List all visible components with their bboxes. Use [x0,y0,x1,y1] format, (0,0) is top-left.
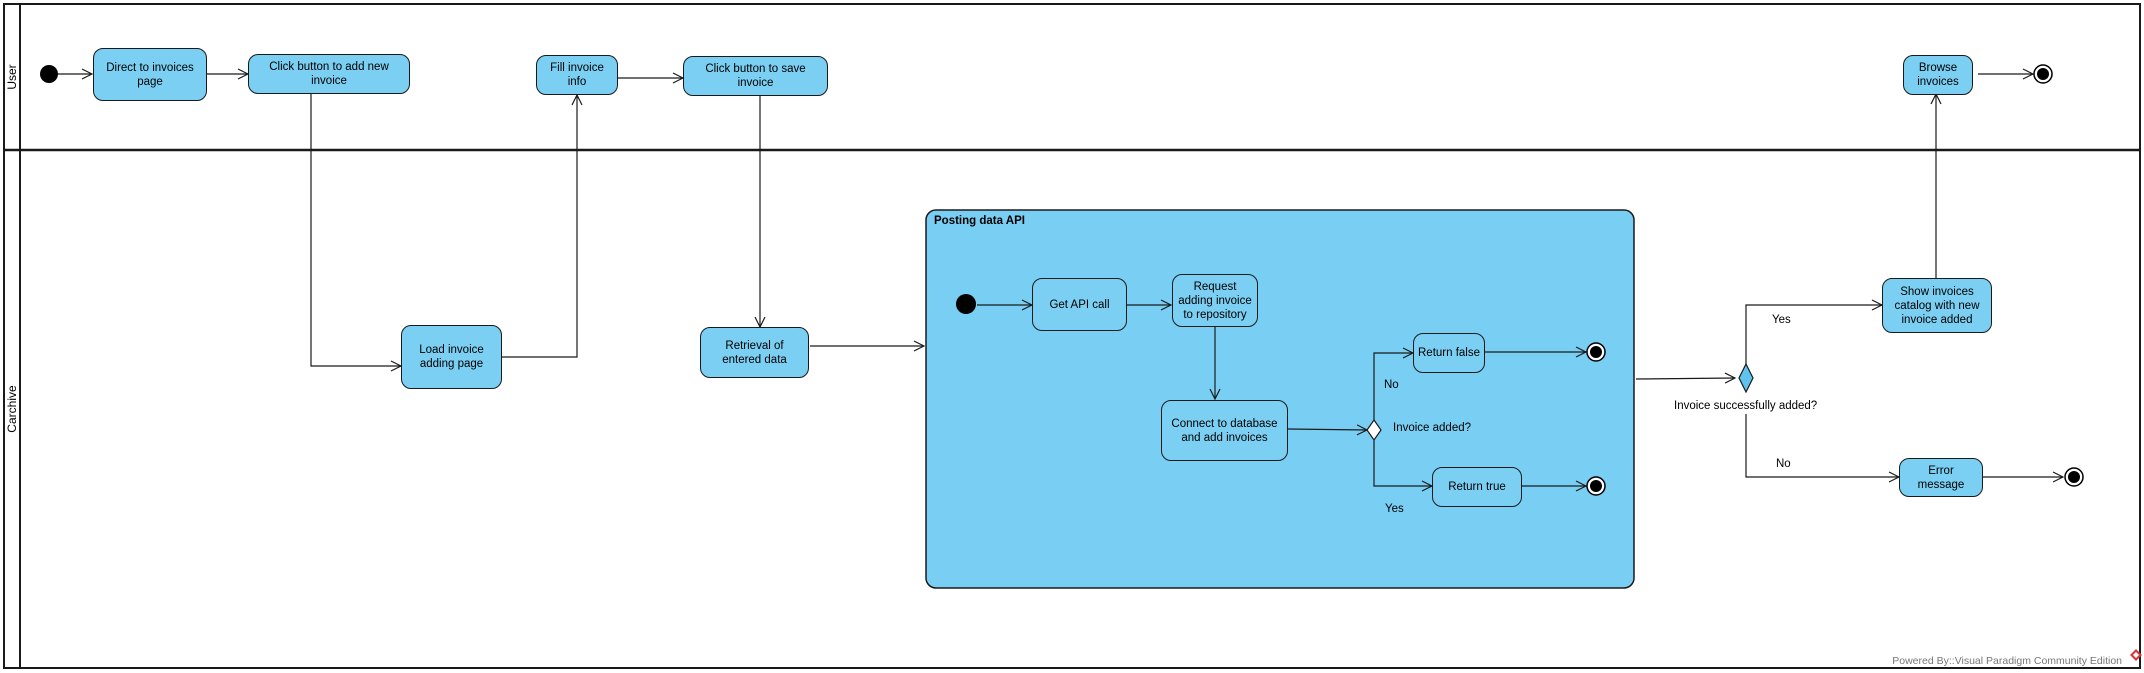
decision-invoice-added [1366,418,1382,442]
decision-label-invoice-success: Invoice successfully added? [1674,400,1818,412]
final-nodes [1586,64,2084,496]
powered-by-footer: Powered By::Visual Paradigm Community Ed… [1892,655,2122,667]
initial-node-api [956,294,976,314]
flow-outer-decision-to-show [1745,305,1882,368]
final-node-error [2064,467,2084,487]
guard-api-yes: Yes [1385,503,1404,515]
decision-invoice-success [1738,362,1754,394]
lane-title-carchive: Carchive [5,385,19,433]
visual-paradigm-logo-icon [2130,649,2142,661]
flow-click-add-to-load [310,94,401,366]
initial-node-user [40,65,58,83]
final-node-return-true [1586,476,1606,496]
action-connect-database: Connect to database and add invoices [1161,400,1288,461]
final-node-return-false [1586,342,1606,362]
flow-outer-decision-to-error [1745,414,1899,477]
action-fill-invoice-info: Fill invoice info [536,55,618,95]
final-node-browse [2033,64,2053,84]
swimlane-frame [3,3,2141,669]
flow-decision-to-return-false [1373,353,1413,420]
guard-outer-no: No [1776,458,1791,470]
action-show-catalog: Show invoices catalog with new invoice a… [1882,278,1992,333]
decision-label-invoice-added: Invoice added? [1393,422,1472,434]
flow-load-to-fill [502,95,577,358]
flow-connect-to-decision [1287,429,1367,430]
action-request-adding: Request adding invoice to repository [1172,274,1258,327]
control-flows [57,74,2063,486]
action-get-api-call: Get API call [1032,278,1127,331]
action-browse-invoices: Browse invoices [1903,55,1973,95]
action-error-message: Error message [1899,458,1983,497]
guard-outer-yes: Yes [1772,314,1791,326]
lane-title-user: User [5,64,19,90]
guard-api-no: No [1384,379,1399,391]
posting-data-api-title: Posting data API [934,215,1025,227]
flow-decision-to-return-true [1373,440,1432,486]
action-load-invoice-page: Load invoice adding page [401,325,502,389]
action-retrieval-data: Retrieval of entered data [700,327,809,378]
action-click-add-invoice: Click button to add new invoice [248,54,410,94]
flow-api-to-outer-decision [1635,378,1735,379]
action-return-true: Return true [1432,467,1522,507]
action-direct-to-invoices: Direct to invoices page [93,48,207,101]
action-return-false: Return false [1413,333,1485,373]
action-click-save-invoice: Click button to save invoice [683,56,828,96]
posting-data-api-container [925,209,1635,589]
